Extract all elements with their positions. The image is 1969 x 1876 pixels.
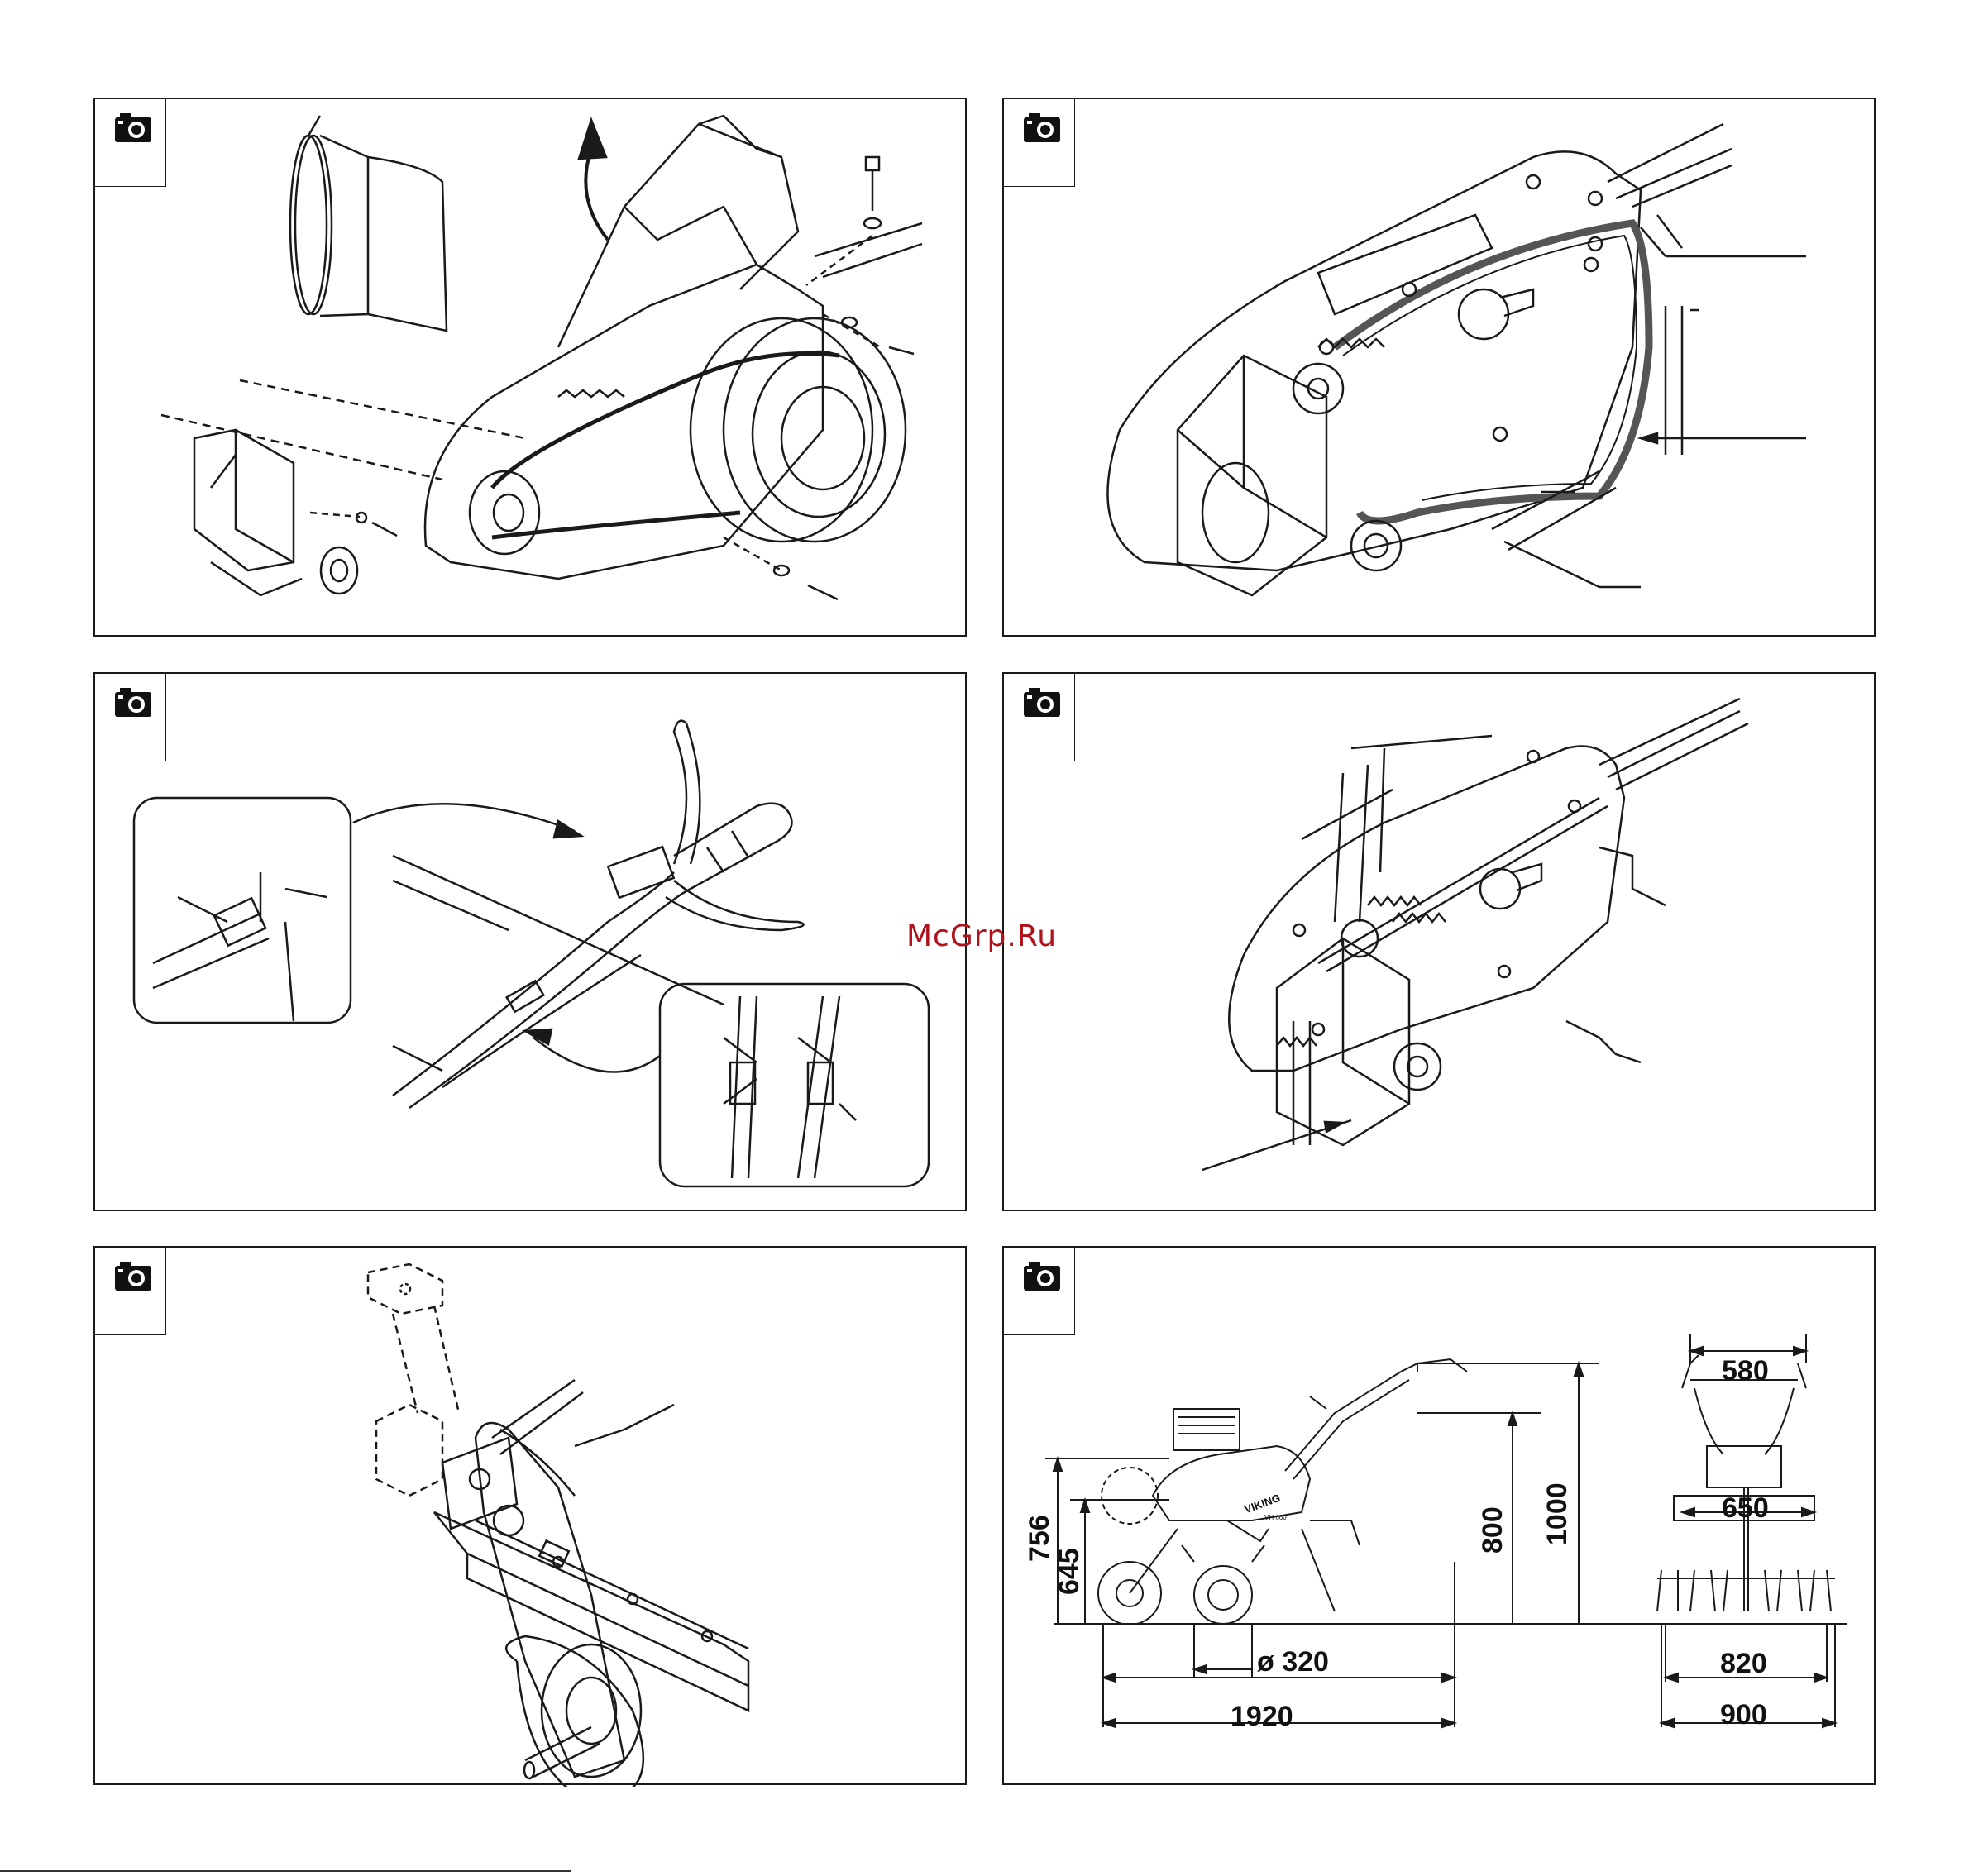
- dim-580: 580: [1722, 1355, 1769, 1387]
- belt-cover-illustration: [95, 99, 968, 638]
- dim-820: 820: [1720, 1648, 1767, 1680]
- panel-belt-cover-removal: [93, 98, 967, 637]
- clutch-spring-illustration: [1004, 674, 1877, 1213]
- panel-handlebar-cable-adjustment: [93, 672, 967, 1211]
- panel-dimensions: 580 650 820 900 ø 320 1920 756 645 800 1…: [1002, 1246, 1876, 1785]
- handlebar-mounting-illustration: [95, 1248, 968, 1787]
- panel-handlebar-mounting: [93, 1246, 967, 1785]
- dim-900: 900: [1720, 1699, 1767, 1731]
- handlebar-cable-illustration: [95, 674, 968, 1213]
- panel-belt-tension-adjustment: [1002, 98, 1876, 637]
- dim-diameter-320: ø 320: [1257, 1646, 1329, 1678]
- model-label: VH 660: [1264, 1514, 1287, 1521]
- dim-1920: 1920: [1231, 1701, 1293, 1733]
- dim-650: 650: [1722, 1492, 1769, 1525]
- dim-645: 645: [1054, 1548, 1086, 1595]
- panel-clutch-spring-adjustment: [1002, 672, 1876, 1211]
- watermark: McGrp.Ru: [906, 919, 1057, 953]
- bottom-rule: [0, 1870, 571, 1872]
- dim-800: 800: [1477, 1506, 1509, 1554]
- dim-756: 756: [1024, 1515, 1056, 1562]
- dim-1000: 1000: [1541, 1482, 1574, 1545]
- belt-tension-illustration: [1004, 99, 1877, 638]
